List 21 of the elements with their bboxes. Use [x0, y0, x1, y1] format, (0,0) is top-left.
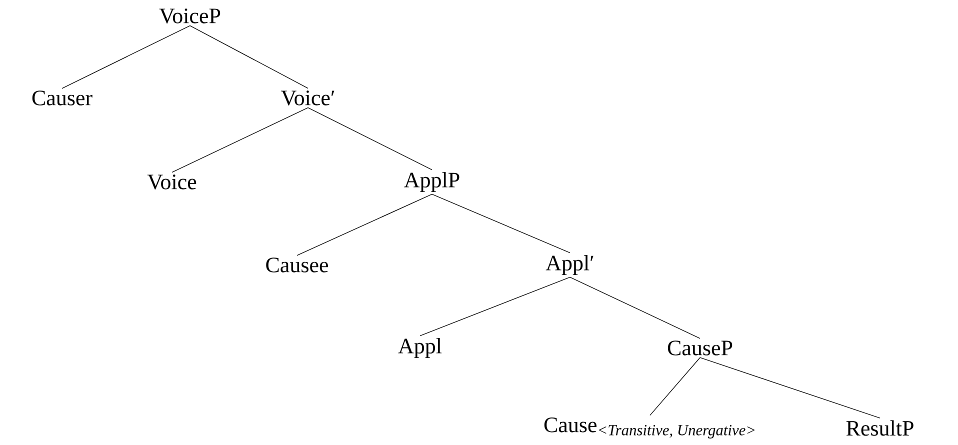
node-label: $\text{Cause}_{\textit{<Transitive, Unergative>}}$	[544, 418, 755, 438]
branch-line	[172, 107, 308, 173]
node-label: ApplP	[404, 172, 460, 192]
branch-line	[650, 357, 700, 416]
node-label: Causer	[32, 90, 92, 106]
branch-line	[700, 357, 880, 418]
branch-line	[62, 25, 190, 89]
node-label: Voice	[147, 174, 196, 190]
node-label: Appl	[398, 338, 442, 358]
branch-line	[432, 194, 570, 254]
node-label: ResultP	[846, 420, 914, 436]
branch-line	[190, 25, 308, 89]
node-label: CauseP	[668, 340, 732, 356]
node-label: Voice′	[281, 90, 334, 106]
branch-line	[308, 107, 432, 170]
node-label: Appl′	[546, 255, 594, 275]
branch-line	[570, 276, 700, 339]
branch-line	[296, 194, 432, 256]
branch-line	[420, 276, 570, 336]
node-label: VoiceP	[159, 8, 220, 24]
node-label: Causee	[266, 258, 328, 272]
